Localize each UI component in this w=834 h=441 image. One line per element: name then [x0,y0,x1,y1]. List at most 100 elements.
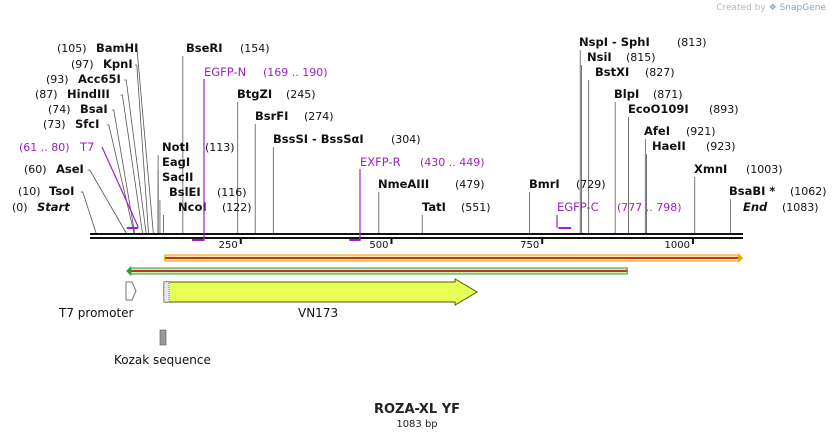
axis-tick-label-250: 250 [219,240,238,251]
site-name-bmri: BmrI [529,177,560,191]
primer-name-egfp-n: EGFP-N [204,65,246,79]
site-name-acc65i: Acc65I [78,72,121,86]
feature-label-t7-promoter: T7 promoter [58,306,134,320]
site-position-bsssi-bsss-i: (304) [391,133,421,146]
axis-tick-500 [390,239,393,244]
leader-line-hindiii [120,94,143,234]
site-position-bmri: (729) [576,178,606,191]
site-leader-lines [80,48,731,234]
site-name-hindiii: HindIII [67,87,110,101]
snapgene-credit: Created by ❖ SnapGene [716,3,826,13]
primer-name-egfp-c: EGFP-C [557,200,599,214]
site-position-asei: (60) [24,163,47,176]
site-position-nmeaiii: (479) [455,178,485,191]
site-name-bstxi: BstXI [595,65,629,79]
primer-annotations: T7(61 .. 80)EGFP-N(169 .. 190)EXFP-R(430… [19,65,682,241]
orange-track-core [164,257,740,259]
site-position-sfci: (73) [43,118,66,131]
site-position-noti: (113) [205,141,235,154]
primer-name-t7: T7 [79,140,94,154]
site-name-bsrfi: BsrFI [255,109,288,123]
site-name-nsii: NsiI [587,50,612,64]
leader-line-kpni [134,64,149,234]
site-position-acc65i: (93) [46,73,69,86]
site-name-haeii: HaeII [652,139,686,153]
axis-tick-750 [541,239,544,244]
feature-label-vn173: VN173 [298,306,338,320]
site-name-ecoo109i: EcoO109I [628,102,689,116]
primer-site-egfp-c [558,227,572,229]
site-position-haeii: (923) [706,140,736,153]
map-title: ROZA-XL YF [373,402,460,417]
site-name-bsai: BsaI [80,102,108,116]
backbone-top-strand [90,233,743,235]
site-position-nspi-sphi: (813) [677,36,707,49]
axis-tick-label-750: 750 [520,240,539,251]
site-position-bstxi: (827) [645,66,675,79]
site-position-end: (1083) [782,201,819,214]
primer-site-exfp-r [349,239,361,241]
cds-start-marker [163,281,170,303]
site-position-kpni: (97) [71,58,94,71]
backbone-bottom-strand [90,237,743,239]
site-name-xmni: XmnI [694,162,727,176]
site-name-bslei: BslEI [169,185,201,199]
site-name-btgzi: BtgZI [237,87,272,101]
site-name-sacii: SacII [162,170,193,184]
site-position-ncoi: (122) [222,201,252,214]
site-position-afei: (921) [686,125,716,138]
site-position-bamhi: (105) [57,42,87,55]
axis-tick-label-1000: 1000 [665,240,690,251]
primer-connector-t7 [101,146,139,228]
promoter-arrow-t7-promoter [125,281,137,301]
site-position-blpi: (871) [653,88,683,101]
site-name-bamhi: BamHI [96,41,138,55]
leader-line-bamhi [135,48,154,234]
leader-line-asei [87,169,127,234]
credit-brand: SnapGene [779,3,826,13]
primer-range-egfp-c: (777 .. 798) [617,201,682,214]
leader-line-acc65i [124,79,147,234]
credit-prefix: Created by [716,3,766,13]
site-name-afei: AfeI [644,124,670,138]
site-name-ncoi: NcoI [178,200,207,214]
site-name-noti: NotI [162,140,189,154]
site-name-end: End [743,200,768,214]
leader-line-tsoi [80,191,97,234]
site-position-ecoo109i: (893) [709,103,739,116]
primer-range-egfp-n: (169 .. 190) [263,66,328,79]
primer-site-t7 [126,227,139,229]
primer-name-exfp-r: EXFP-R [360,155,401,169]
site-name-nmeaiii: NmeAIII [378,177,429,191]
map-length: 1083 bp [396,419,438,430]
site-name-tati: TatI [422,200,446,214]
site-position-bslei: (116) [217,186,247,199]
primer-range-exfp-r: (430 .. 449) [420,156,485,169]
site-position-bsabi: (1062) [790,185,827,198]
snapgene-logo-icon: ❖ [768,3,777,13]
site-position-nsii: (815) [626,51,656,64]
site-name-kpni: KpnI [103,57,133,71]
site-name-sfci: SfcI [75,117,99,131]
site-name-tsoi: TsoI [49,184,74,198]
site-position-bsai: (74) [48,103,71,116]
site-name-blpi: BlpI [614,87,639,101]
site-position-xmni: (1003) [746,163,783,176]
feature-label-kozak-sequence: Kozak sequence [114,353,211,367]
leader-line-bsai [111,109,136,234]
primer-site-egfp-n [191,239,205,241]
site-position-start: (0) [12,201,28,214]
axis-tick-1000 [691,239,694,244]
site-position-tsoi: (10) [18,185,41,198]
site-name-bseri: BseRI [186,41,223,55]
site-position-bsrfi: (274) [304,110,334,123]
site-name-asei: AseI [56,162,84,176]
green-track-core [130,270,628,272]
site-name-bsssi-bsss-i: BssSI - BssSαI [273,132,364,146]
axis-tick-250 [239,239,242,244]
site-name-bsabi: BsaBI * [729,184,775,198]
cds-arrow-vn173 [163,278,479,306]
